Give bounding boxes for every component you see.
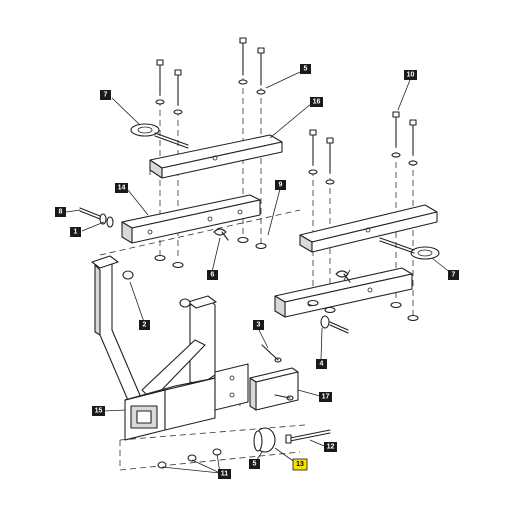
long-pin — [285, 429, 331, 444]
ball-mount-bar — [249, 367, 299, 411]
hitch-frame — [91, 255, 249, 441]
handle-right — [379, 237, 440, 260]
callout-12: 12 — [324, 442, 337, 452]
callout-label: 16 — [313, 99, 321, 106]
callout-13-highlighted: 13 — [292, 458, 308, 471]
upper-right-rail — [299, 204, 438, 253]
pin-8 — [79, 207, 114, 228]
callout-label: 7 — [452, 272, 456, 279]
callout-label: 17 — [322, 394, 330, 401]
callout-14: 14 — [115, 183, 128, 193]
callout-16: 16 — [310, 97, 323, 107]
callout-5-bottom: 5 — [249, 459, 260, 469]
callout-1: 1 — [70, 227, 81, 237]
callout-7-right: 7 — [448, 270, 459, 280]
callout-label: 11 — [221, 471, 229, 478]
callout-label: 13 — [296, 461, 304, 468]
rail-14 — [121, 194, 261, 244]
top-bolts — [156, 37, 417, 174]
callout-7-top-left: 7 — [100, 90, 111, 100]
callout-11: 11 — [218, 469, 231, 479]
handle-left — [130, 123, 189, 149]
callout-label: 6 — [211, 272, 215, 279]
clip-left — [213, 228, 229, 241]
callout-label: 8 — [59, 209, 63, 216]
callout-label: 12 — [327, 444, 335, 451]
callout-label: 5 — [253, 461, 257, 468]
callout-15: 15 — [92, 406, 105, 416]
callout-label: 10 — [407, 72, 415, 79]
callout-10: 10 — [404, 70, 417, 80]
callout-6: 6 — [207, 270, 218, 280]
callout-17: 17 — [319, 392, 332, 402]
callout-label: 1 — [74, 229, 78, 236]
callout-8: 8 — [55, 207, 66, 217]
callout-9: 9 — [275, 180, 286, 190]
upper-left-rail — [149, 134, 283, 179]
bolt-3 — [261, 344, 291, 399]
callout-label: 15 — [95, 408, 103, 415]
lower-right-rail — [274, 267, 413, 318]
callout-5-top: 5 — [300, 64, 311, 74]
callout-label: 4 — [320, 361, 324, 368]
callout-label: 14 — [118, 185, 126, 192]
hitch-ball — [253, 427, 276, 453]
leader-lines — [65, 71, 453, 474]
callout-label: 3 — [257, 322, 261, 329]
washers-and-nuts — [122, 79, 419, 469]
callout-2: 2 — [139, 320, 150, 330]
callout-3: 3 — [253, 320, 264, 330]
pin-4 — [320, 315, 349, 334]
callout-label: 5 — [304, 66, 308, 73]
callout-label: 2 — [143, 322, 147, 329]
callout-4: 4 — [316, 359, 327, 369]
callout-label: 7 — [104, 92, 108, 99]
callout-label: 9 — [279, 182, 283, 189]
